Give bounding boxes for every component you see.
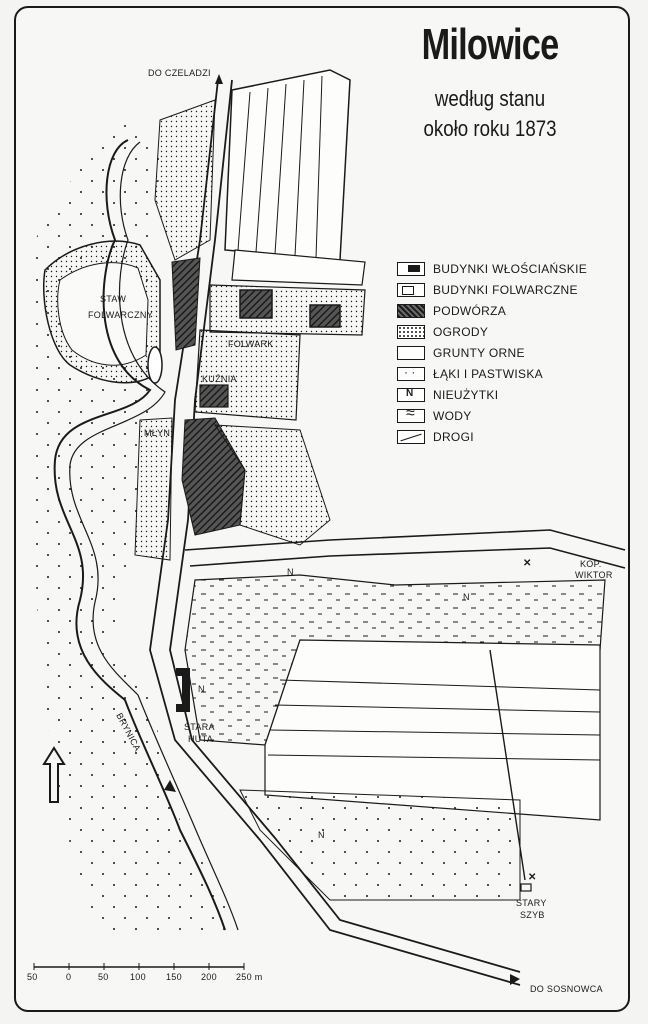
wasteland-marker: N xyxy=(318,830,325,840)
brynica-river xyxy=(53,139,226,931)
legend-row: WODY xyxy=(397,405,617,426)
legend-row: OGRODY xyxy=(397,321,617,342)
subtitle-line-2: około roku 1873 xyxy=(423,116,557,141)
south-meadow xyxy=(239,789,521,901)
west-yards xyxy=(171,257,201,351)
legend-label: BUDYNKI WŁOŚCIAŃSKIE xyxy=(433,261,588,276)
north-fields xyxy=(224,69,351,261)
kuznia-building xyxy=(199,384,229,408)
label-szyb-1: STARY xyxy=(516,898,547,908)
legend-row: ŁĄKI I PASTWISKA xyxy=(397,363,617,384)
main-road-edge xyxy=(169,79,521,973)
yards-hatch-icon xyxy=(397,303,425,318)
water-icon xyxy=(397,405,425,423)
stara-huta-building xyxy=(176,668,190,712)
legend-label: ŁĄKI I PASTWISKA xyxy=(433,366,543,381)
legend-row: NIEUŻYTKI xyxy=(397,384,617,405)
label-pond-1: STAW xyxy=(100,294,126,304)
stary-szyb-building xyxy=(520,883,532,892)
map-subtitle: według stanu około roku 1873 xyxy=(397,84,584,144)
legend-label: WODY xyxy=(433,408,472,423)
legend-row: BUDYNKI WŁOŚCIAŃSKIE xyxy=(397,258,617,279)
legend-label: DROGI xyxy=(433,429,474,444)
scale-label: 50 xyxy=(98,972,109,982)
east-road-edge xyxy=(189,547,626,569)
label-mlyn: MŁYN xyxy=(144,428,170,438)
brynica-river-bank xyxy=(69,141,239,931)
legend-label: NIEUŻYTKI xyxy=(433,387,499,402)
wasteland-marker: N xyxy=(198,684,205,694)
farm-building xyxy=(309,304,341,328)
wasteland-icon xyxy=(397,387,425,402)
legend-label: OGRODY xyxy=(433,324,489,339)
north-arrow-icon xyxy=(42,746,66,803)
wasteland-marker: N xyxy=(287,567,294,577)
field-strip xyxy=(279,679,601,691)
legend-row: DROGI xyxy=(397,426,617,447)
stary-szyb-mine-icon: ✕ xyxy=(528,872,537,883)
field-strip xyxy=(274,83,287,255)
label-kuznia: KUŹNIA xyxy=(202,374,237,384)
label-folwark: FOLWARK xyxy=(228,339,274,349)
field-strip xyxy=(274,704,601,713)
pond-water xyxy=(57,262,149,366)
meadow-icon xyxy=(397,365,425,381)
farm-fields-east xyxy=(231,249,366,286)
farm-building-icon xyxy=(397,282,425,297)
nw-gardens xyxy=(154,99,216,261)
village-gardens xyxy=(214,424,331,546)
field-strip xyxy=(267,754,601,761)
label-do-czeladzi: DO CZELADZI xyxy=(148,68,211,78)
farm-building xyxy=(239,289,273,319)
gardens-dots-icon xyxy=(397,324,425,339)
scale-label: 50 xyxy=(27,972,38,982)
legend-row: GRUNTY ORNE xyxy=(397,342,617,363)
label-pond-2: FOLWARCZNY xyxy=(88,310,153,320)
legend-label: GRUNTY ORNE xyxy=(433,345,525,360)
river-arrow xyxy=(164,780,176,792)
label-huta-1: STARA xyxy=(184,722,215,732)
legend-row: BUDYNKI FOLWARCZNE xyxy=(397,279,617,300)
wasteland-marker: N xyxy=(463,592,470,602)
legend-label: BUDYNKI FOLWARCZNE xyxy=(433,282,578,297)
field-strip xyxy=(269,729,601,736)
east-road xyxy=(184,529,626,551)
scale-label: 150 xyxy=(166,972,182,982)
arable-land-icon xyxy=(397,345,425,360)
scale-label: 100 xyxy=(130,972,146,982)
label-kop-2: WIKTOR xyxy=(575,570,613,580)
scale-label: 0 xyxy=(66,972,71,982)
label-do-sosnowca: DO SOSNOWCA xyxy=(530,984,603,994)
sosnowiec-arrow-head xyxy=(510,974,520,985)
scale-label: 200 xyxy=(201,972,217,982)
legend-label: PODWÓRZA xyxy=(433,303,507,318)
pond-island xyxy=(147,346,163,384)
field-strip xyxy=(255,87,269,253)
scale-label: 250 m xyxy=(236,972,263,982)
legend-row: PODWÓRZA xyxy=(397,300,617,321)
field-strip xyxy=(315,75,323,259)
kop-wiktor-mine-icon: ✕ xyxy=(523,558,532,569)
label-szyb-2: SZYB xyxy=(520,910,545,920)
label-huta-2: HUTA xyxy=(188,734,213,744)
west-village-yards xyxy=(134,417,173,561)
farm-yard-top xyxy=(209,284,366,336)
label-kop-1: KOP. xyxy=(580,559,602,569)
peasant-building-icon xyxy=(397,261,425,276)
roads-icon xyxy=(397,429,425,444)
map-legend: BUDYNKI WŁOŚCIAŃSKIE BUDYNKI FOLWARCZNE PO… xyxy=(397,258,617,447)
subtitle-line-1: według stanu xyxy=(434,86,546,111)
side-road xyxy=(489,649,526,881)
field-strip xyxy=(294,79,305,257)
field-strip xyxy=(237,91,251,251)
map-title: Milowice xyxy=(421,20,560,69)
north-arrow-head xyxy=(215,74,223,84)
